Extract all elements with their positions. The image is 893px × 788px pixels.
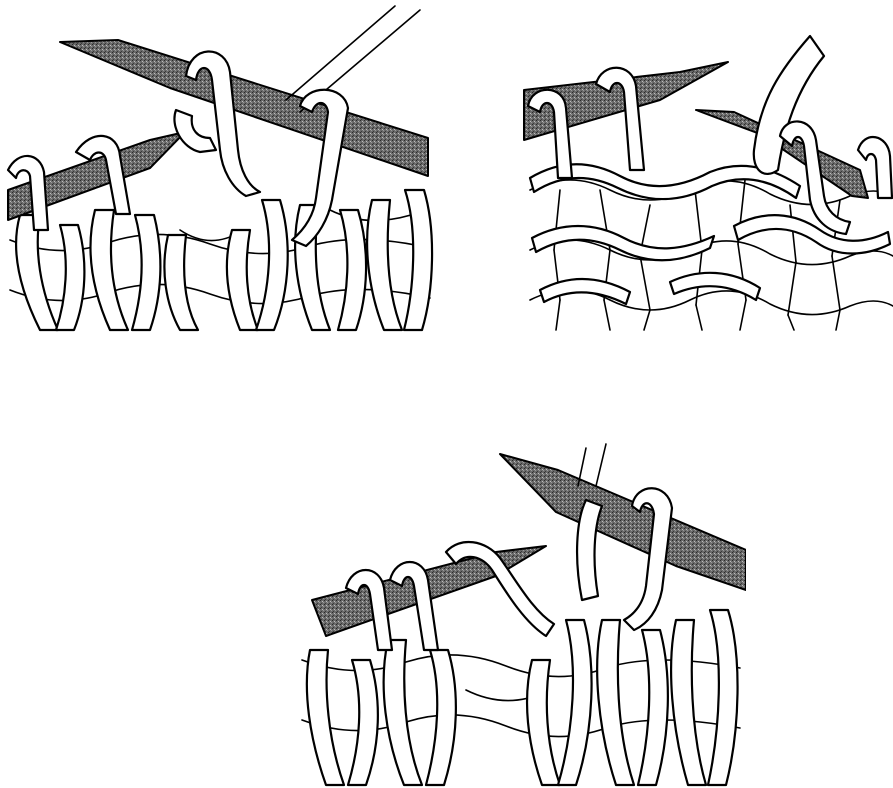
- knitting-diagram-panel-1: [0, 0, 440, 340]
- stitch-columns: [307, 610, 738, 785]
- stitch-columns: [16, 190, 432, 330]
- knitting-diagram-panel-3: [296, 440, 746, 788]
- fabric-mesh: [530, 180, 893, 330]
- knitting-diagram-panel-2: [520, 0, 893, 340]
- right-needle: [500, 454, 746, 590]
